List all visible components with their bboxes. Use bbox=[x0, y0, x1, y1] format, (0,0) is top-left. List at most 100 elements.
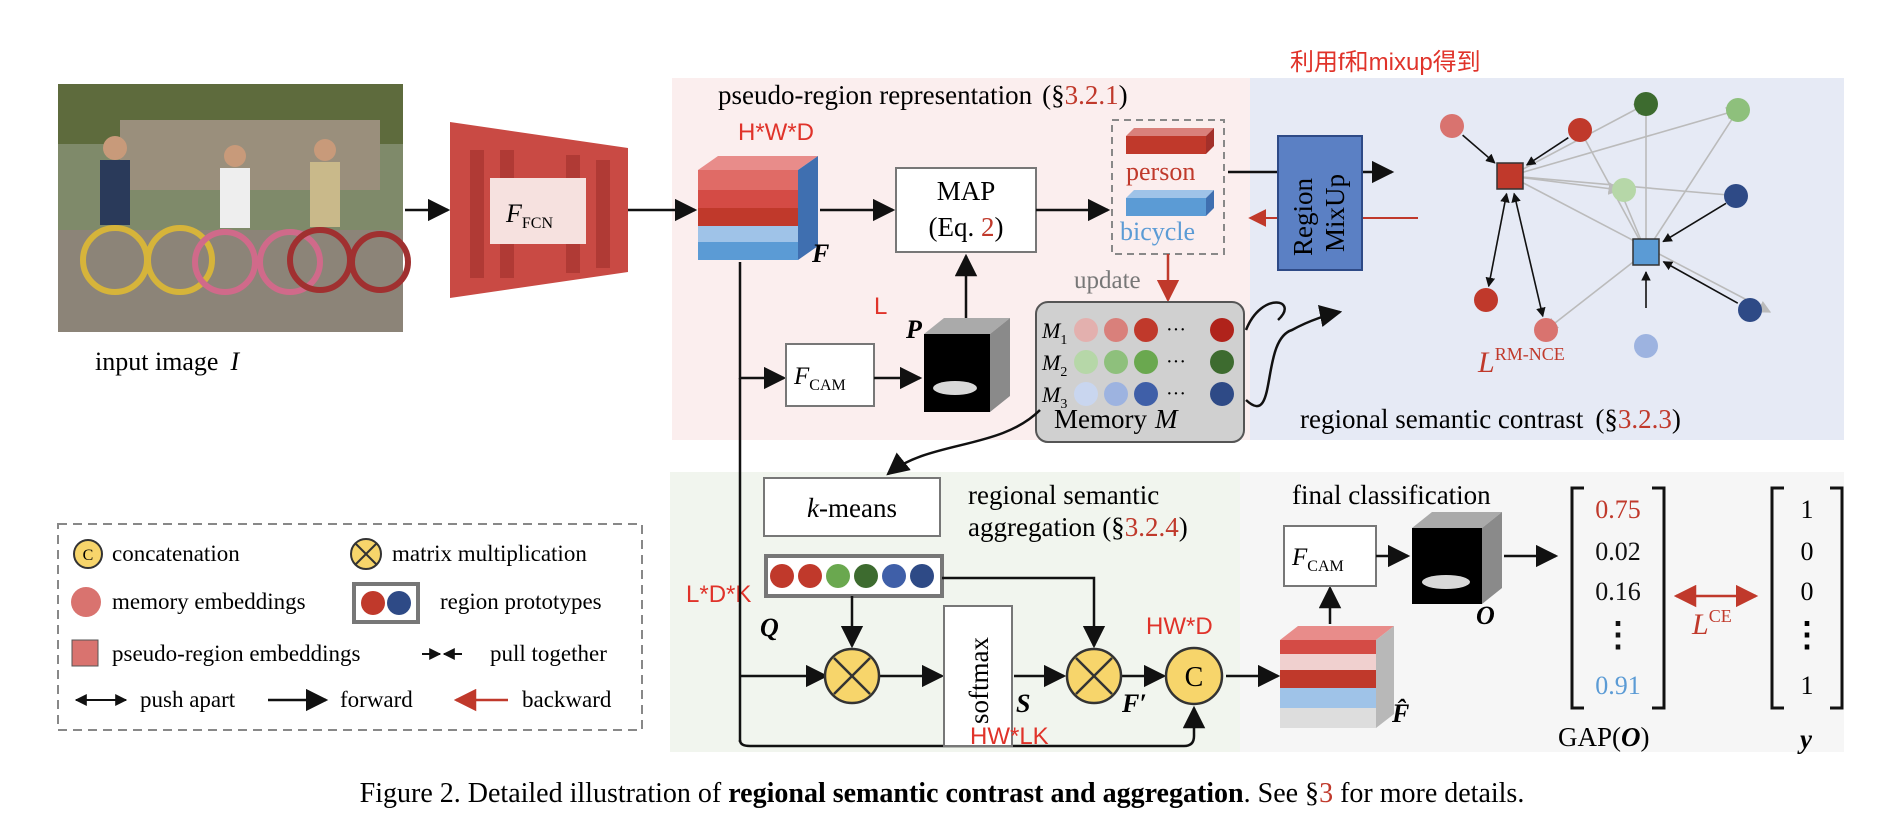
svg-text:C: C bbox=[1185, 662, 1204, 693]
legend-pseudo: pseudo-region embeddings bbox=[112, 641, 361, 666]
contrast-embedding-dot bbox=[1726, 98, 1750, 122]
input-image bbox=[58, 84, 411, 332]
ground-truth-value: 1 bbox=[1801, 671, 1814, 700]
memory-embedding-dot bbox=[1074, 350, 1098, 374]
rm-nce-loss: LRM-NCE bbox=[1477, 344, 1565, 379]
feature-f-label: F bbox=[811, 239, 829, 268]
legend-matmul: matrix multiplication bbox=[392, 541, 587, 566]
legend-proto-icon bbox=[352, 582, 420, 624]
pseudo-region-embedding-blue bbox=[1632, 238, 1660, 266]
p-label: P bbox=[905, 315, 923, 344]
cam-map-o bbox=[1412, 512, 1502, 604]
prototype-dot bbox=[770, 564, 794, 588]
s-label: S bbox=[1016, 689, 1030, 718]
memory-embedding-dot bbox=[1134, 318, 1158, 342]
memory-embedding-dot bbox=[1210, 382, 1234, 406]
map-line2: (Eq. 2) bbox=[929, 212, 1004, 242]
kmeans-label: k-means bbox=[807, 493, 897, 523]
person-embedding bbox=[1126, 128, 1214, 154]
l-annotation: L bbox=[874, 293, 887, 320]
memory-ellipsis: ··· bbox=[1166, 319, 1186, 341]
prediction-value: ⋮ bbox=[1601, 617, 1635, 654]
legend-concat: concatenation bbox=[112, 541, 240, 566]
hwlk-annotation: HW*LK bbox=[970, 723, 1049, 750]
legend-proto: region prototypes bbox=[440, 589, 602, 614]
pseudo-region-title: pseudo-region representation(§3.2.1) bbox=[718, 80, 1128, 110]
feature-cube bbox=[698, 156, 818, 260]
contrast-title: regional semantic contrast(§3.2.3) bbox=[1300, 404, 1681, 434]
ground-truth-value: 0 bbox=[1801, 577, 1814, 606]
memory-embedding-dot bbox=[1074, 382, 1098, 406]
bicycle-embedding bbox=[1126, 190, 1214, 216]
aggregation-title: regional semantic bbox=[968, 480, 1159, 510]
prototype-dot bbox=[826, 564, 850, 588]
ce-loss: LCE bbox=[1691, 606, 1732, 641]
softmax-box bbox=[943, 605, 1013, 747]
ground-truth-value: 1 bbox=[1801, 495, 1814, 524]
pull-arrow bbox=[1462, 134, 1496, 164]
pull-arrow bbox=[1662, 202, 1727, 243]
y-label: y bbox=[1797, 724, 1813, 754]
region-mixup-box bbox=[1277, 135, 1363, 271]
legend-concat-icon: C bbox=[73, 539, 103, 569]
ground-truth-vector: 1 0 0 ⋮ 1 bbox=[1790, 495, 1824, 700]
memory-embedding-dot bbox=[1104, 382, 1128, 406]
memory-embedding-dot bbox=[1210, 318, 1234, 342]
figure-caption: Figure 2. Detailed illustration of regio… bbox=[360, 778, 1525, 809]
prediction-value: 0.75 bbox=[1595, 495, 1641, 524]
legend-pseudo-icon bbox=[71, 639, 99, 667]
ground-truth-value: ⋮ bbox=[1790, 617, 1824, 654]
contrast-embedding-dot bbox=[1724, 184, 1748, 208]
map-line1: MAP bbox=[937, 176, 996, 206]
legend-backward: backward bbox=[522, 687, 612, 712]
person-label: person bbox=[1126, 157, 1195, 186]
prototype-dot bbox=[798, 564, 822, 588]
aggregation-title-2: aggregation (§3.2.4) bbox=[968, 512, 1188, 542]
q-label: Q bbox=[760, 613, 779, 642]
contrast-embedding-dot bbox=[1534, 318, 1558, 342]
prediction-value: 0.16 bbox=[1595, 577, 1641, 606]
memory-embedding-dot bbox=[1210, 350, 1234, 374]
feature-hat-cube bbox=[1280, 626, 1394, 728]
cam-label-top: FCAM bbox=[793, 363, 846, 394]
q-dots bbox=[770, 564, 934, 588]
matmul-2 bbox=[1065, 647, 1123, 705]
contrast-embedding-dot bbox=[1738, 298, 1762, 322]
legend-matmul-icon bbox=[350, 538, 382, 570]
prediction-vector: 0.75 0.02 0.16 ⋮ 0.91 bbox=[1595, 495, 1641, 700]
memory-ellipsis: ··· bbox=[1166, 351, 1186, 373]
prototype-dot bbox=[910, 564, 934, 588]
mixup-line2: MixUp bbox=[1320, 174, 1350, 252]
cam-box-top bbox=[785, 343, 875, 407]
contrast-embedding-dot bbox=[1440, 114, 1464, 138]
push-apart-arrow bbox=[1511, 192, 1546, 318]
push-apart-arrow bbox=[1485, 192, 1510, 288]
contrast-embedding-dot bbox=[1634, 92, 1658, 116]
legend-box bbox=[57, 523, 643, 731]
cn-note: 利用f和mixup得到 bbox=[1290, 49, 1481, 76]
softmax-label: softmax bbox=[964, 637, 994, 724]
fcn-label: FFCN bbox=[505, 199, 553, 232]
contrast-embedding-dot bbox=[1634, 334, 1658, 358]
update-label: update bbox=[1074, 267, 1141, 294]
push-arrow bbox=[1544, 251, 1647, 331]
prediction-value: 0.91 bbox=[1595, 671, 1641, 700]
memory-embedding-dot bbox=[1134, 350, 1158, 374]
cam-label-bottom: FCAM bbox=[1291, 544, 1344, 575]
memory-ellipsis: ··· bbox=[1166, 383, 1186, 405]
prediction-value: 0.02 bbox=[1595, 537, 1641, 566]
prototype-dot bbox=[882, 564, 906, 588]
legend-memory: memory embeddings bbox=[112, 589, 306, 614]
map-box bbox=[895, 167, 1037, 253]
ground-truth-value: 0 bbox=[1801, 537, 1814, 566]
prototype-dot bbox=[854, 564, 878, 588]
final-class-title: final classification bbox=[1292, 480, 1491, 510]
mixup-line1: Region bbox=[1288, 178, 1318, 256]
pull-arrow bbox=[1662, 261, 1739, 304]
svg-text:C: C bbox=[83, 547, 94, 564]
hwd-annotation: H*W*D bbox=[738, 119, 814, 146]
hw-d-annotation: HW*D bbox=[1146, 613, 1213, 640]
